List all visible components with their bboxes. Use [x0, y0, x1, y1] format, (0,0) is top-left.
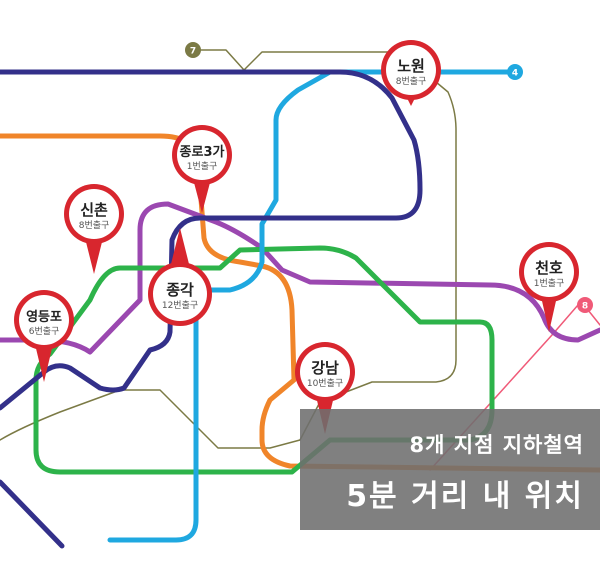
line-1-route-southwest — [0, 479, 65, 549]
caption-overlay: 8개 지점 지하철역 5분 거리 내 위치 — [300, 409, 600, 530]
station-pin-gangnam[interactable]: 강남 10번출구 — [295, 342, 355, 434]
line-7-badge: 7 — [185, 42, 201, 58]
station-name: 종각 — [166, 281, 194, 299]
station-name: 영등포 — [26, 310, 62, 325]
station-exit: 8번출구 — [79, 220, 110, 231]
station-name: 강남 — [311, 359, 339, 377]
svg-text:7: 7 — [190, 47, 196, 57]
svg-text:4: 4 — [512, 69, 518, 79]
station-name: 종로3가 — [180, 145, 225, 160]
line-8-route-east — [587, 309, 600, 326]
line-4-route — [107, 69, 513, 543]
station-pin-yeongdeungpo[interactable]: 영등포 6번출구 — [14, 290, 74, 382]
station-pin-jonggak[interactable]: 종각 12번출구 — [148, 228, 212, 326]
station-pin-sinchon[interactable]: 신촌 8번출구 — [64, 184, 124, 274]
station-name: 노원 — [397, 57, 425, 75]
station-exit: 8번출구 — [396, 76, 427, 87]
caption-line-1: 8개 지점 지하철역 — [409, 433, 584, 457]
station-pin-cheonho[interactable]: 천호 1번출구 — [519, 242, 579, 332]
line-7-route — [0, 49, 457, 449]
station-exit: 10번출구 — [307, 378, 343, 389]
line-4-badge: 4 — [507, 64, 523, 80]
line-1-route — [0, 69, 423, 411]
svg-text:8: 8 — [582, 302, 588, 312]
station-pin-nowon[interactable]: 노원 8번출구 — [381, 40, 441, 106]
station-exit: 6번출구 — [29, 326, 60, 337]
station-name: 신촌 — [80, 201, 108, 219]
caption-line-2: 5분 거리 내 위치 — [346, 479, 584, 514]
line-8-badge: 8 — [577, 297, 593, 313]
station-pin-jongno3ga[interactable]: 종로3가 1번출구 — [172, 125, 232, 213]
line-5-route — [0, 201, 600, 355]
station-name: 천호 — [535, 259, 563, 277]
station-exit: 1번출구 — [534, 278, 565, 289]
station-exit: 12번출구 — [162, 300, 198, 311]
station-exit: 1번출구 — [187, 161, 218, 172]
